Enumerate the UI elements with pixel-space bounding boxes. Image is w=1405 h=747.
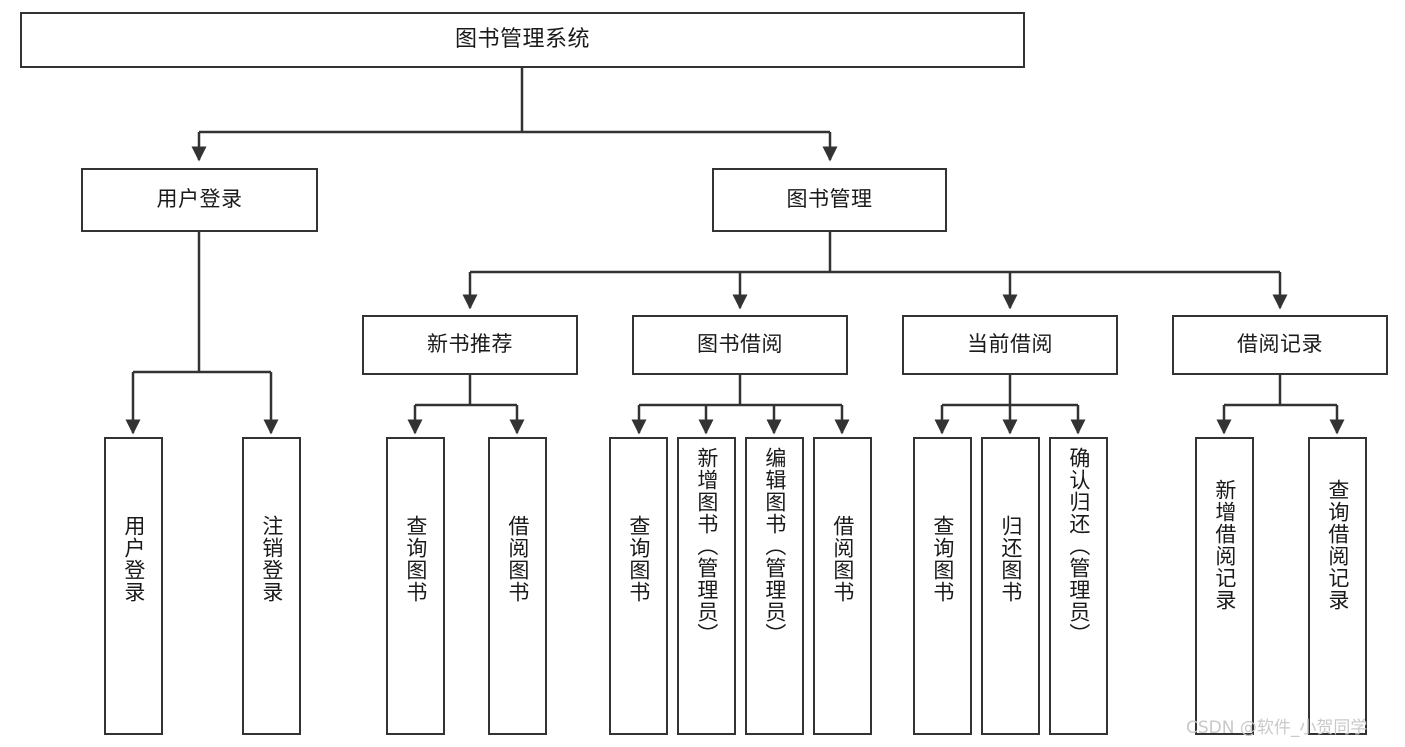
leaf-borrow-book-recommend[interactable]: 借阅图书 bbox=[488, 437, 547, 735]
node-label: 查询图书 bbox=[403, 515, 428, 603]
node-new-book-recommend[interactable]: 新书推荐 bbox=[362, 315, 578, 375]
leaf-edit-book[interactable]: 编辑图书（管理员） bbox=[745, 437, 804, 735]
node-label: 图书管理系统 bbox=[454, 26, 590, 52]
node-book-management[interactable]: 图书管理 bbox=[712, 168, 947, 232]
node-label: 归还图书 bbox=[998, 515, 1023, 603]
node-current-borrow[interactable]: 当前借阅 bbox=[902, 315, 1118, 375]
node-label: 查询借阅记录 bbox=[1325, 479, 1350, 611]
leaf-add-book[interactable]: 新增图书（管理员） bbox=[677, 437, 736, 735]
node-label: 图书借阅 bbox=[697, 332, 783, 357]
leaf-add-borrow-record[interactable]: 新增借阅记录 bbox=[1195, 437, 1254, 735]
node-root-book-management-system[interactable]: 图书管理系统 bbox=[20, 12, 1025, 68]
node-label: 查询图书 bbox=[626, 515, 651, 603]
node-label: 借阅图书 bbox=[830, 515, 855, 603]
leaf-logout-login[interactable]: 注销登录 bbox=[242, 437, 301, 735]
leaf-query-book-recommend[interactable]: 查询图书 bbox=[386, 437, 445, 735]
leaf-query-borrow-record[interactable]: 查询借阅记录 bbox=[1308, 437, 1367, 735]
node-book-borrow[interactable]: 图书借阅 bbox=[632, 315, 848, 375]
node-label: 当前借阅 bbox=[967, 332, 1053, 357]
node-label: 用户登录 bbox=[156, 187, 243, 212]
node-label: 借阅记录 bbox=[1237, 332, 1323, 357]
leaf-user-login[interactable]: 用户登录 bbox=[104, 437, 163, 735]
node-borrow-record[interactable]: 借阅记录 bbox=[1172, 315, 1388, 375]
leaf-query-book-current[interactable]: 查询图书 bbox=[913, 437, 972, 735]
leaf-confirm-return[interactable]: 确认归还（管理员） bbox=[1049, 437, 1108, 735]
node-label: 借阅图书 bbox=[505, 515, 530, 603]
leaf-return-book[interactable]: 归还图书 bbox=[981, 437, 1040, 735]
node-label: 图书管理 bbox=[786, 187, 873, 212]
leaf-query-book-borrow[interactable]: 查询图书 bbox=[609, 437, 668, 735]
node-label: 用户登录 bbox=[121, 515, 146, 603]
node-user-login[interactable]: 用户登录 bbox=[81, 168, 318, 232]
node-label: 查询图书 bbox=[930, 515, 955, 603]
node-label: 新增图书（管理员） bbox=[694, 447, 719, 645]
node-label: 新增借阅记录 bbox=[1212, 479, 1237, 611]
node-label: 注销登录 bbox=[259, 515, 284, 603]
node-label: 新书推荐 bbox=[427, 332, 513, 357]
node-label: 编辑图书（管理员） bbox=[762, 447, 787, 645]
node-label: 确认归还（管理员） bbox=[1066, 447, 1091, 645]
csdn-watermark: CSDN @软件_小贺同学 bbox=[1186, 718, 1368, 738]
leaf-borrow-book[interactable]: 借阅图书 bbox=[813, 437, 872, 735]
